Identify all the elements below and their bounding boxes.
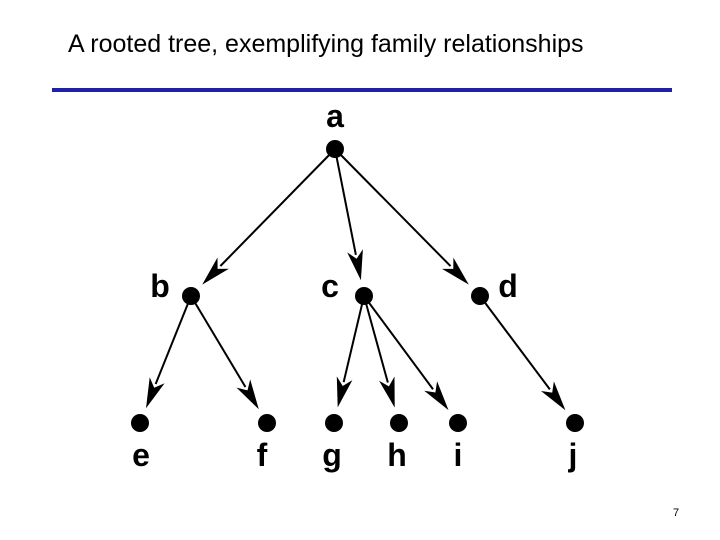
edge-c-h	[363, 295, 395, 408]
edge-c-i	[363, 295, 449, 411]
edge-a-b	[202, 148, 336, 285]
arrowhead	[236, 379, 259, 410]
node-label: g	[322, 437, 342, 473]
node-a: a	[326, 98, 344, 158]
node-label: d	[498, 268, 518, 304]
arrowhead	[379, 376, 395, 408]
node-label: b	[150, 268, 170, 304]
edge-line	[334, 148, 357, 255]
arrowhead	[442, 257, 469, 285]
node-dot	[325, 414, 343, 432]
edge-line	[190, 295, 247, 388]
node-label: a	[326, 98, 344, 134]
node-label: h	[387, 437, 407, 473]
edge-c-g	[336, 295, 365, 408]
node-c: c	[321, 268, 373, 305]
edge-line	[219, 148, 336, 267]
edge-line	[154, 295, 192, 385]
node-label: i	[454, 437, 463, 473]
edge-line	[363, 295, 434, 390]
edge-line	[334, 148, 452, 267]
node-label: j	[568, 437, 578, 473]
node-f: f	[257, 414, 276, 473]
arrowhead	[336, 376, 353, 408]
edge-line	[342, 295, 365, 383]
node-j: j	[566, 414, 584, 473]
node-e: e	[131, 414, 150, 473]
nodes-layer: a b c d e f g h i j	[131, 98, 584, 473]
arrowhead	[146, 377, 165, 409]
edge-d-j	[479, 295, 566, 411]
node-dot	[566, 414, 584, 432]
node-i: i	[449, 414, 467, 473]
node-dot	[182, 287, 200, 305]
node-dot	[258, 414, 276, 432]
arrowhead	[424, 381, 449, 411]
edge-line	[479, 295, 551, 390]
edge-line	[363, 295, 389, 383]
node-dot	[471, 287, 489, 305]
edge-a-c	[334, 148, 363, 281]
edge-a-d	[334, 148, 469, 285]
node-d: d	[471, 268, 518, 305]
page-number: 7	[672, 507, 680, 519]
node-b: b	[150, 268, 200, 305]
node-dot	[355, 287, 373, 305]
node-h: h	[387, 414, 408, 473]
node-dot	[449, 414, 467, 432]
arrowhead	[347, 249, 363, 281]
node-dot	[326, 140, 344, 158]
node-g: g	[322, 414, 343, 473]
arrowhead	[202, 257, 229, 285]
title-underline	[52, 88, 672, 92]
arrowhead	[541, 381, 566, 411]
node-label: c	[321, 268, 339, 304]
node-label: f	[257, 437, 268, 473]
node-label: e	[132, 437, 150, 473]
slide-title: A rooted tree, exemplifying family relat…	[68, 30, 584, 58]
node-dot	[390, 414, 408, 432]
edge-b-f	[190, 295, 259, 410]
edge-b-e	[146, 295, 192, 409]
edges-layer	[146, 148, 566, 411]
node-dot	[131, 414, 149, 432]
